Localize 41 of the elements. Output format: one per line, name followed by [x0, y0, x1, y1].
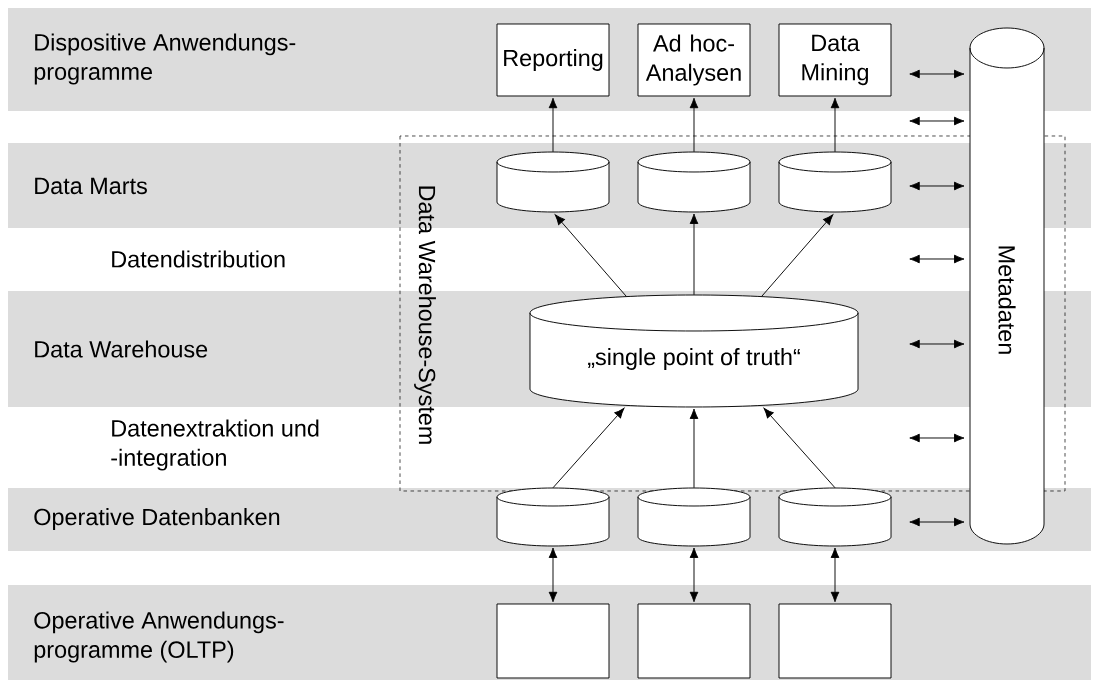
arrow [689, 97, 699, 153]
arrow [554, 214, 627, 297]
application-box: Data Mining [778, 23, 892, 97]
row-label: Dispositive Anwendungs- programme [34, 33, 296, 85]
arrow [552, 407, 625, 489]
arrow [909, 69, 965, 79]
arrow [548, 547, 558, 603]
row-label: Data Marts [35, 177, 147, 195]
application-box [778, 603, 892, 679]
arrow [689, 547, 699, 603]
arrow [830, 547, 840, 603]
database-cylinder [637, 487, 751, 547]
database-cylinder [778, 151, 892, 213]
application-box [496, 603, 610, 679]
database-cylinder [496, 151, 610, 213]
arrow [761, 214, 834, 297]
application-box: Ad hoc- Analysen [637, 23, 751, 97]
database-cylinder: „single point of truth“ [529, 294, 859, 408]
row-label: Operative Datenbanken [34, 508, 280, 530]
row-label: Datendistribution [112, 250, 285, 268]
application-box [637, 603, 751, 679]
arrow [548, 97, 558, 153]
row-label: Data Warehouse [35, 340, 208, 358]
arrow [909, 339, 965, 349]
arrow [689, 408, 699, 489]
database-cylinder [496, 487, 610, 547]
application-box: Reporting [496, 23, 610, 97]
row-label: Datenextraktion und -integration [111, 419, 319, 471]
arrow [909, 254, 965, 264]
arrow [909, 517, 965, 527]
database-cylinder [778, 487, 892, 547]
arrow [830, 97, 840, 153]
arrow [689, 213, 699, 296]
database-cylinder [637, 151, 751, 213]
metadata-cylinder: Metadaten [969, 27, 1045, 545]
arrow [909, 181, 965, 191]
arrow [763, 407, 836, 489]
arrow [909, 116, 965, 126]
arrow [909, 433, 965, 443]
row-label: Operative Anwendungs- programme (OLTP) [34, 611, 284, 663]
system-label: Data Warehouse-System [414, 186, 436, 444]
